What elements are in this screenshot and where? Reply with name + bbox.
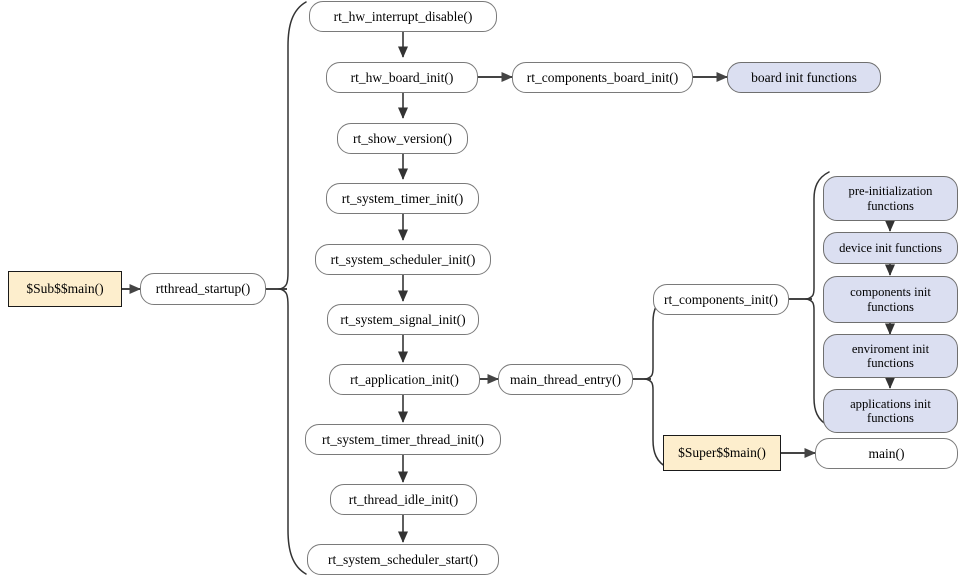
node-rt-system-signal-init[interactable]: rt_system_signal_init() (327, 304, 479, 335)
node-main-thread-entry[interactable]: main_thread_entry() (498, 364, 633, 395)
node-main-function[interactable]: main() (815, 438, 958, 469)
node-rt-system-scheduler-start[interactable]: rt_system_scheduler_start() (307, 544, 499, 575)
node-rt-components-init[interactable]: rt_components_init() (653, 284, 789, 315)
node-enviroment-init-functions[interactable]: enviroment init functions (823, 334, 958, 378)
node-pre-initialization-functions[interactable]: pre-initialization functions (823, 176, 958, 221)
node-rt-hw-interrupt-disable[interactable]: rt_hw_interrupt_disable() (309, 1, 497, 32)
node-rt-components-board-init[interactable]: rt_components_board_init() (512, 62, 693, 93)
node-rt-system-timer-thread-init[interactable]: rt_system_timer_thread_init() (305, 424, 501, 455)
node-super-main[interactable]: $Super$$main() (663, 435, 781, 471)
node-rt-hw-board-init[interactable]: rt_hw_board_init() (326, 62, 478, 93)
node-components-init-functions[interactable]: components init functions (823, 276, 958, 323)
node-device-init-functions[interactable]: device init functions (823, 232, 958, 264)
node-rt-system-scheduler-init[interactable]: rt_system_scheduler_init() (315, 244, 491, 275)
startup-brace (277, 1, 307, 575)
node-rtthread-startup[interactable]: rtthread_startup() (140, 273, 266, 305)
node-rt-application-init[interactable]: rt_application_init() (329, 364, 480, 395)
node-rt-show-version[interactable]: rt_show_version() (337, 123, 468, 154)
node-rt-thread-idle-init[interactable]: rt_thread_idle_init() (330, 484, 477, 515)
node-applications-init-functions[interactable]: applications init functions (823, 389, 958, 433)
node-rt-system-timer-init[interactable]: rt_system_timer_init() (326, 183, 479, 214)
node-board-init-functions[interactable]: board init functions (727, 62, 881, 93)
node-sub-main[interactable]: $Sub$$main() (8, 271, 122, 307)
